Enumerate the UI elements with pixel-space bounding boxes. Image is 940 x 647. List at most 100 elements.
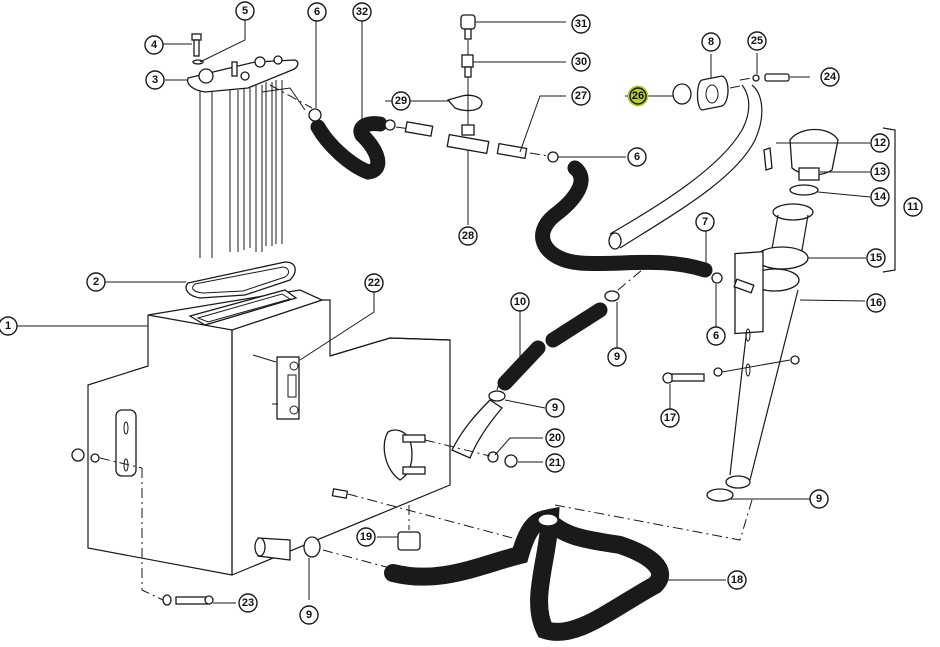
bolt-24 — [764, 73, 790, 82]
callout-label: 11 — [907, 201, 919, 213]
callout-label: 21 — [549, 457, 561, 469]
tank-bracket — [115, 409, 137, 477]
callout-1[interactable]: 1 — [0, 316, 18, 336]
callout-12[interactable]: 12 — [870, 133, 890, 153]
callout-17[interactable]: 17 — [660, 408, 680, 428]
bolt-4 — [191, 33, 202, 41]
callout-label: 28 — [462, 230, 474, 242]
fitting-27 — [496, 142, 528, 160]
callout-10[interactable]: 10 — [510, 292, 530, 312]
pipe-flange-8 — [696, 75, 729, 111]
seal-14 — [789, 184, 819, 196]
tank-body — [87, 289, 503, 576]
callout-28[interactable]: 28 — [458, 226, 478, 246]
callout-label: 5 — [242, 5, 248, 17]
callout-16[interactable]: 16 — [866, 293, 886, 313]
callout-label: 12 — [874, 137, 886, 149]
o-ring-26 — [672, 83, 692, 105]
filler-assembly — [662, 127, 896, 489]
hoses — [310, 116, 713, 641]
callout-7[interactable]: 7 — [695, 212, 715, 232]
tee-28 — [446, 133, 490, 155]
callout-label: 6 — [634, 151, 640, 163]
callout-13[interactable]: 13 — [870, 162, 890, 182]
hose-clamps-9 — [303, 272, 734, 558]
callout-6[interactable]: 6 — [706, 326, 726, 346]
fitting-30 — [461, 54, 474, 68]
callout-6[interactable]: 6 — [307, 2, 327, 22]
callout-label: 1 — [5, 320, 11, 332]
callout-label: 8 — [708, 36, 714, 48]
leader-lines — [17, 20, 871, 604]
clamp-29 — [446, 94, 483, 112]
knob-31 — [460, 14, 476, 30]
callout-label: 24 — [824, 71, 837, 83]
callout-9[interactable]: 9 — [607, 347, 627, 367]
callout-label: 20 — [549, 432, 561, 444]
callout-9[interactable]: 9 — [809, 489, 829, 509]
callout-label: 25 — [751, 35, 763, 47]
callout-15[interactable]: 15 — [866, 248, 886, 268]
callout-label: 16 — [870, 297, 882, 309]
plug-19 — [397, 531, 421, 551]
nut-21 — [504, 454, 518, 468]
callout-11[interactable]: 11 — [903, 197, 923, 217]
callout-22[interactable]: 22 — [364, 273, 384, 293]
callout-label: 26 — [632, 90, 644, 102]
callout-26-highlighted[interactable]: 26 — [627, 85, 649, 107]
callout-6[interactable]: 6 — [627, 147, 647, 167]
tee-fitting-assembly — [308, 14, 559, 163]
callout-5[interactable]: 5 — [235, 1, 255, 21]
callout-19[interactable]: 19 — [356, 527, 376, 547]
callout-label: 6 — [314, 6, 320, 18]
hose-clamp-6a — [308, 108, 322, 122]
callout-label: 9 — [816, 493, 822, 505]
callout-label: 14 — [874, 191, 887, 203]
callout-20[interactable]: 20 — [545, 428, 565, 448]
callout-label: 9 — [552, 402, 558, 414]
callout-3[interactable]: 3 — [145, 70, 165, 90]
callout-label: 31 — [575, 18, 587, 30]
callout-label: 6 — [713, 330, 719, 342]
callout-label: 23 — [242, 597, 254, 609]
callout-label: 3 — [152, 74, 158, 86]
callout-27[interactable]: 27 — [571, 86, 591, 106]
callout-32[interactable]: 32 — [352, 2, 372, 22]
callout-23[interactable]: 23 — [238, 593, 258, 613]
callout-4[interactable]: 4 — [144, 35, 164, 55]
callout-label: 13 — [874, 166, 886, 178]
gasket-15 — [755, 246, 809, 270]
callout-8[interactable]: 8 — [701, 32, 721, 52]
callout-9[interactable]: 9 — [299, 605, 319, 625]
callout-31[interactable]: 31 — [571, 14, 591, 34]
callout-29[interactable]: 29 — [391, 91, 411, 111]
callout-2[interactable]: 2 — [86, 272, 106, 292]
callout-label: 22 — [368, 277, 380, 289]
callout-21[interactable]: 21 — [545, 453, 565, 473]
callout-14[interactable]: 14 — [870, 187, 890, 207]
callout-24[interactable]: 24 — [820, 67, 840, 87]
callout-label: 10 — [514, 296, 526, 308]
alignment-lines — [99, 77, 753, 601]
callout-label: 27 — [575, 90, 587, 102]
callout-25[interactable]: 25 — [747, 31, 767, 51]
callout-label: 7 — [702, 216, 708, 228]
top-plate-assembly — [186, 33, 306, 258]
callouts: 1 2 3 4 5 6 6 6 7 8 9 9 9 9 10 11 12 13 … — [0, 1, 923, 625]
callout-label: 9 — [306, 609, 312, 621]
callout-label: 29 — [395, 95, 407, 107]
callout-9[interactable]: 9 — [545, 398, 565, 418]
gasket-2 — [185, 261, 296, 299]
callout-label: 9 — [614, 351, 620, 363]
callout-18[interactable]: 18 — [727, 570, 747, 590]
callout-label: 19 — [360, 531, 372, 543]
callout-label: 15 — [870, 252, 882, 264]
callout-label: 4 — [151, 39, 158, 51]
callout-label: 17 — [664, 412, 676, 424]
fasteners — [71, 448, 518, 606]
rigid-pipe — [608, 73, 790, 250]
callout-label: 18 — [731, 574, 743, 586]
callout-30[interactable]: 30 — [571, 52, 591, 72]
callout-label: 30 — [575, 56, 587, 68]
